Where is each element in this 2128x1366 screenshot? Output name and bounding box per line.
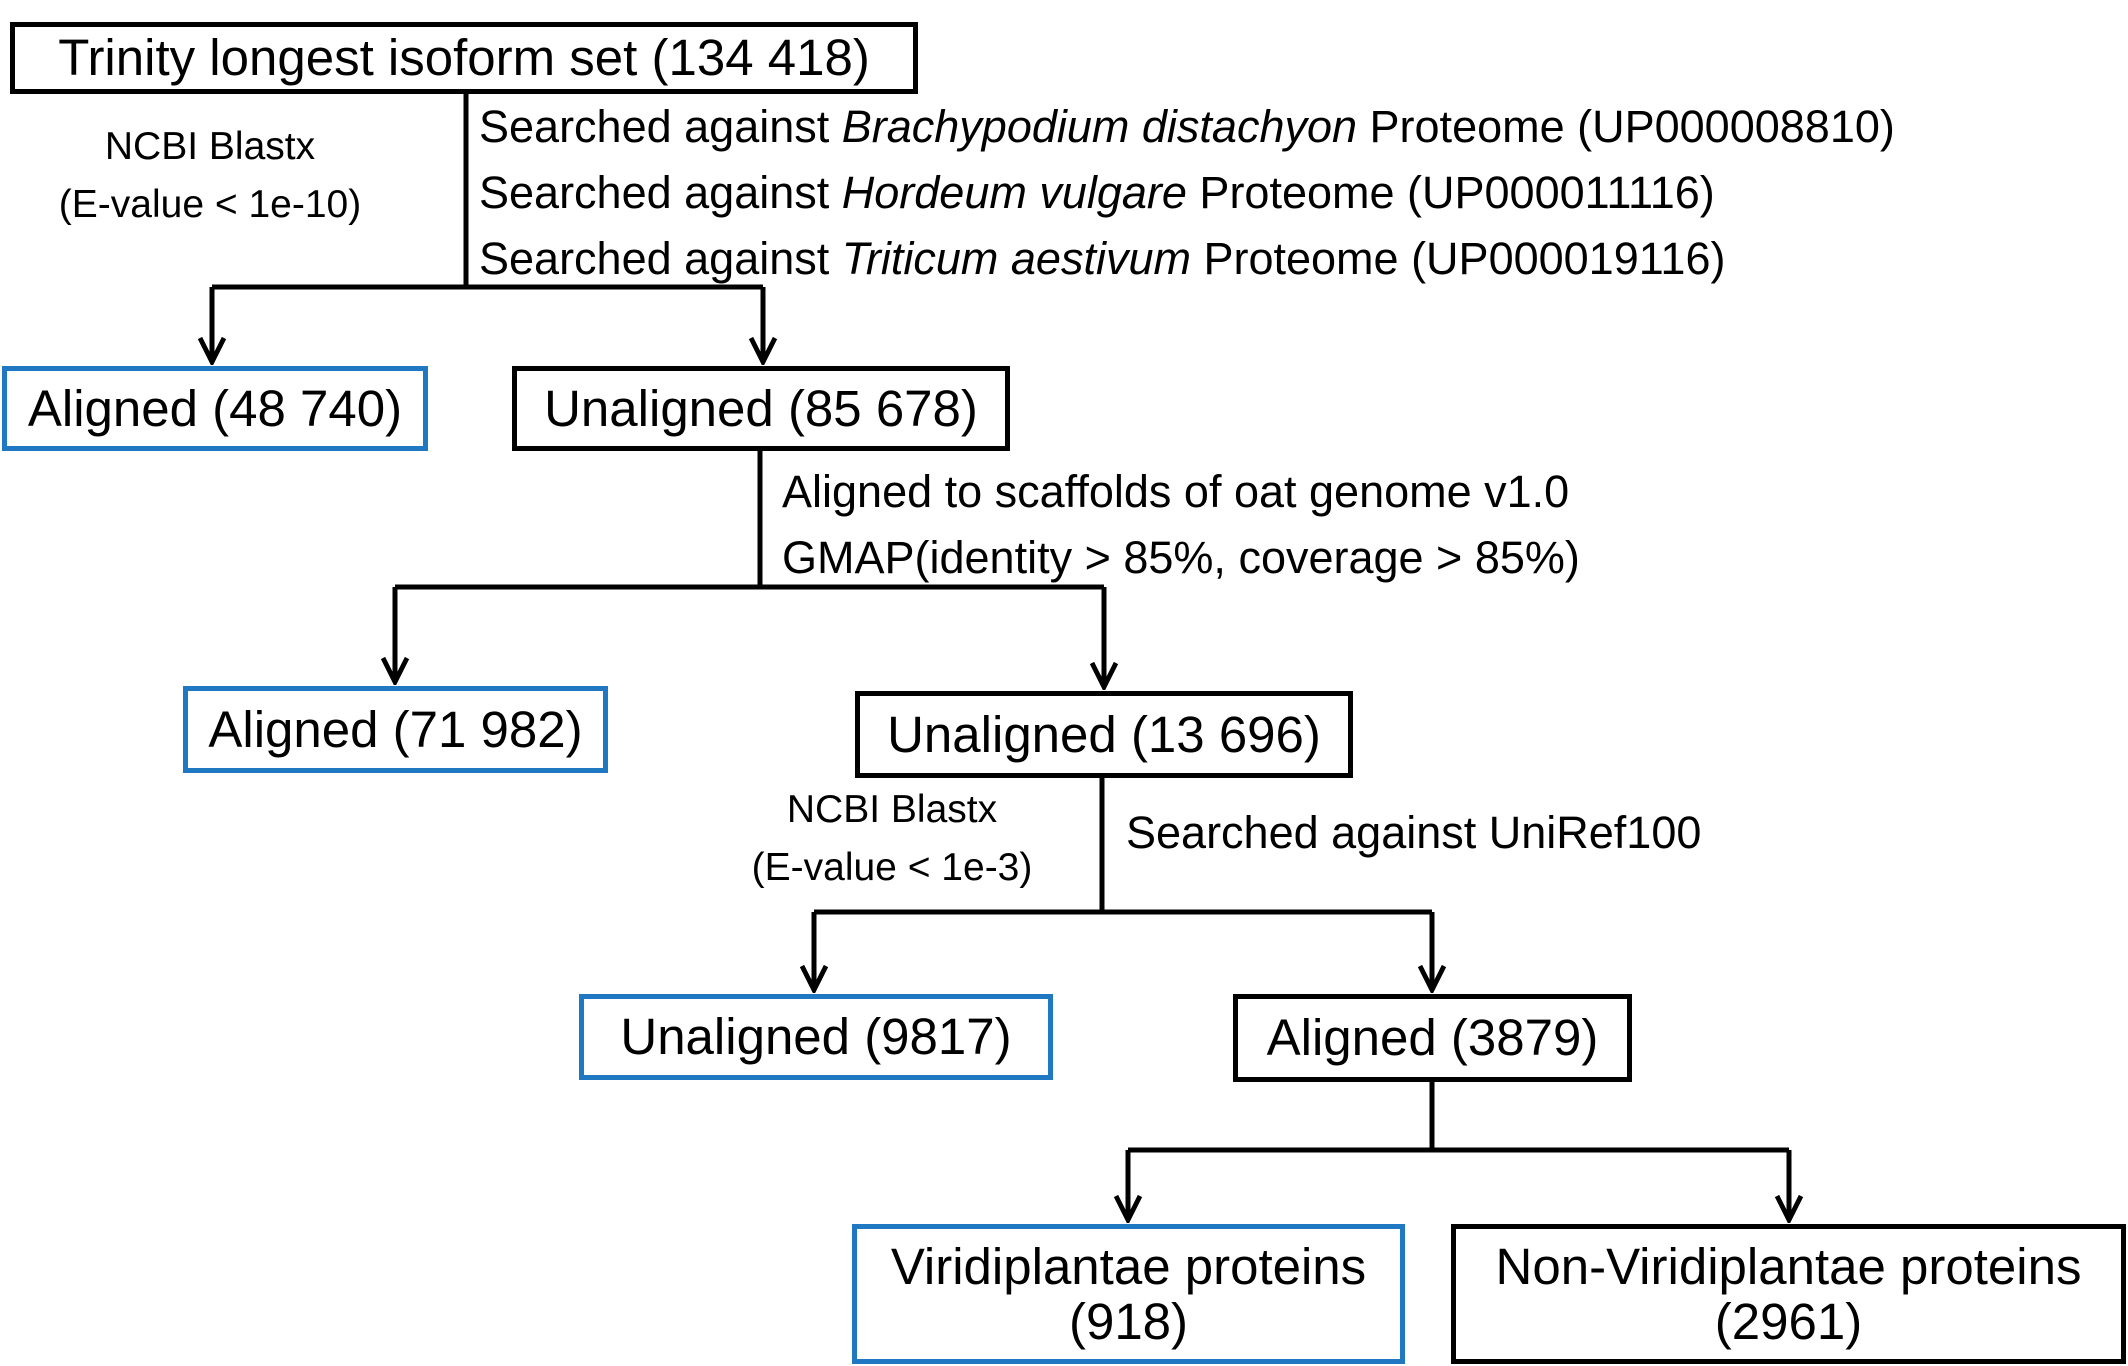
aligned-71982-node: Aligned (71 982) <box>183 686 608 773</box>
unaligned-9817-node: Unaligned (9817) <box>579 994 1053 1080</box>
search-prefix: Searched against <box>479 101 842 152</box>
species-name: Triticum aestivum <box>841 233 1191 284</box>
viridiplantae-count: (918) <box>1068 1293 1189 1350</box>
unaligned-85678-label: Unaligned (85 678) <box>544 379 978 437</box>
viridiplantae-node: Viridiplantae proteins (918) <box>852 1224 1405 1364</box>
step3-search-annotation: Searched against UniRef100 <box>1126 800 1701 866</box>
non-viridiplantae-count: (2961) <box>1714 1293 1863 1350</box>
root-node-label: Trinity longest isoform set (134 418) <box>58 29 870 87</box>
step3-tool-name: NCBI Blastx <box>786 788 998 831</box>
root-node: Trinity longest isoform set (134 418) <box>10 22 918 94</box>
search-line-triticum: Searched against Triticum aestivum Prote… <box>479 226 1895 292</box>
aligned-3879-label: Aligned (3879) <box>1266 1009 1599 1067</box>
step1-tool-annotation: NCBI Blastx (E-value < 1e-10) <box>45 118 375 234</box>
unaligned-13696-node: Unaligned (13 696) <box>855 691 1353 778</box>
step3-tool-annotation: NCBI Blastx (E-value < 1e-3) <box>727 781 1057 897</box>
search-prefix: Searched against <box>479 167 842 218</box>
uniref-search-line: Searched against UniRef100 <box>1126 807 1702 858</box>
proteome-id: Proteome (UP000008810) <box>1357 101 1895 152</box>
gmap-reference-line: Aligned to scaffolds of oat genome v1.0 <box>782 466 1570 517</box>
species-name: Brachypodium distachyon <box>841 101 1358 152</box>
species-name: Hordeum vulgare <box>841 167 1187 218</box>
step1-tool-threshold: (E-value < 1e-10) <box>58 183 362 226</box>
unaligned-13696-label: Unaligned (13 696) <box>887 705 1321 763</box>
unaligned-9817-label: Unaligned (9817) <box>620 1008 1012 1066</box>
aligned-71982-label: Aligned (71 982) <box>208 700 583 758</box>
non-viridiplantae-node: Non-Viridiplantae proteins (2961) <box>1451 1224 2126 1364</box>
gmap-threshold-line: GMAP(identity > 85%, coverage > 85%) <box>782 532 1580 583</box>
step3-tool-threshold: (E-value < 1e-3) <box>751 846 1033 889</box>
viridiplantae-label: Viridiplantae proteins <box>890 1237 1367 1295</box>
proteome-id: Proteome (UP000019116) <box>1190 233 1726 284</box>
step2-gmap-annotation: Aligned to scaffolds of oat genome v1.0 … <box>782 459 1580 591</box>
search-line-brachypodium: Searched against Brachypodium distachyon… <box>479 94 1895 160</box>
unaligned-85678-node: Unaligned (85 678) <box>512 366 1010 451</box>
step1-search-annotation: Searched against Brachypodium distachyon… <box>479 94 1895 292</box>
aligned-48740-node: Aligned (48 740) <box>2 366 428 451</box>
aligned-3879-node: Aligned (3879) <box>1233 994 1632 1082</box>
aligned-48740-label: Aligned (48 740) <box>27 379 403 437</box>
proteome-id: Proteome (UP000011116) <box>1186 167 1715 218</box>
search-line-hordeum: Searched against Hordeum vulgare Proteom… <box>479 160 1895 226</box>
search-prefix: Searched against <box>479 233 842 284</box>
non-viridiplantae-label: Non-Viridiplantae proteins <box>1495 1237 2082 1295</box>
step1-tool-name: NCBI Blastx <box>104 125 316 168</box>
